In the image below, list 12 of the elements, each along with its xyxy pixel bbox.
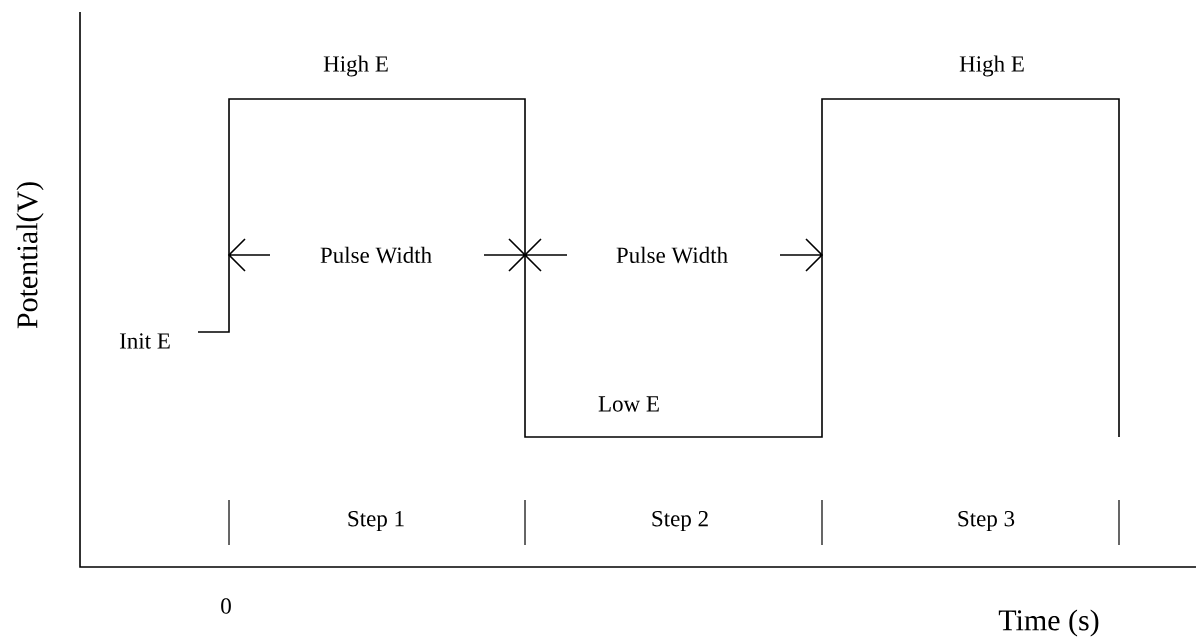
step-label: Step 1	[348, 510, 404, 532]
text-label: High E	[959, 55, 1024, 77]
axis-title: Time (s)	[998, 609, 1099, 637]
step-label: Step 2	[652, 510, 708, 532]
text-label: Low E	[598, 396, 659, 412]
text-label: High E	[323, 55, 388, 77]
text-label: Init E	[119, 333, 170, 349]
dimension-label: Pulse Width	[320, 246, 432, 264]
step-label: Step 3	[958, 510, 1015, 532]
tick-label: 0	[221, 598, 231, 614]
dimension-label: Pulse Width	[616, 246, 728, 264]
axis-title: Potential(V)	[16, 182, 44, 329]
